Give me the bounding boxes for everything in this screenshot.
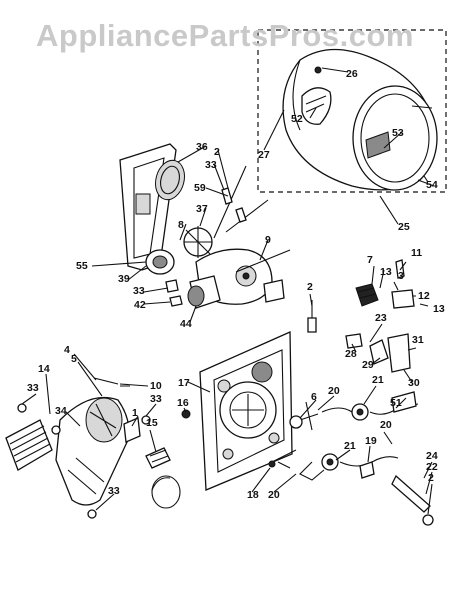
watermark: AppliancePartsPros.com [36,18,414,53]
part-label: 23 [375,312,387,324]
part-label: 16 [177,397,189,409]
part-label: 3 [398,270,404,282]
part-label: 20 [268,489,280,501]
part-label: 20 [328,385,340,397]
part-label: 28 [345,348,357,360]
part-label: 21 [372,374,384,386]
part-label: 54 [426,179,438,191]
part-label: 14 [38,363,50,375]
part-label: 27 [258,149,270,161]
part-label: 34 [55,405,67,417]
roller-parts [268,391,434,526]
part-label: 12 [418,290,430,302]
part-label: 31 [412,334,424,346]
part-label: 36 [196,141,208,153]
part-label: 4 [64,344,70,356]
part-label: 37 [196,203,208,215]
part-label: 15 [146,417,158,429]
part-label: 5 [71,353,77,365]
part-label: 24 [426,450,438,462]
drum-assembly [257,29,447,193]
front-bulkhead-assembly [119,143,185,271]
part-label: 17 [178,377,190,389]
part-label: 20 [380,419,392,431]
leader-lines [21,67,433,515]
part-label: 33 [27,382,39,394]
part-label: 39 [118,273,130,285]
part-label: 42 [134,299,146,311]
part-label: 2 [214,146,220,158]
part-label: 30 [408,377,420,389]
part-label: 55 [76,260,88,272]
part-label: 2 [307,281,313,293]
part-label: 53 [392,127,404,139]
part-label: 7 [367,254,373,266]
part-label: 1 [132,407,138,419]
part-label: 25 [398,221,410,233]
part-label: 8 [178,219,184,231]
part-label: 18 [247,489,259,501]
part-label: 33 [108,485,120,497]
part-label: 26 [346,68,358,80]
part-label: 59 [194,182,206,194]
part-label: 29 [362,359,374,371]
part-label: 11 [411,247,422,259]
part-label: 44 [180,318,192,330]
part-label: 33 [205,159,217,171]
part-label: 33 [150,393,162,405]
part-labels: 26 52 27 53 54 25 36 2 33 59 37 8 9 55 3… [27,68,445,501]
thermostat-parts [307,259,415,373]
blower-and-motor [145,165,291,309]
part-label: 22 [426,461,438,473]
rear-panel [199,331,293,491]
part-label: 19 [365,435,377,447]
part-label: 6 [311,391,317,403]
part-label: 51 [390,397,402,409]
part-label: 21 [344,440,356,452]
belt-and-roller-15 [145,447,181,509]
part-label: 2 [428,472,434,484]
part-label: 52 [291,113,303,125]
part-label: 33 [133,285,145,297]
part-label: 13 [433,303,445,315]
part-label: 13 [380,266,392,278]
part-label: 10 [150,380,162,392]
